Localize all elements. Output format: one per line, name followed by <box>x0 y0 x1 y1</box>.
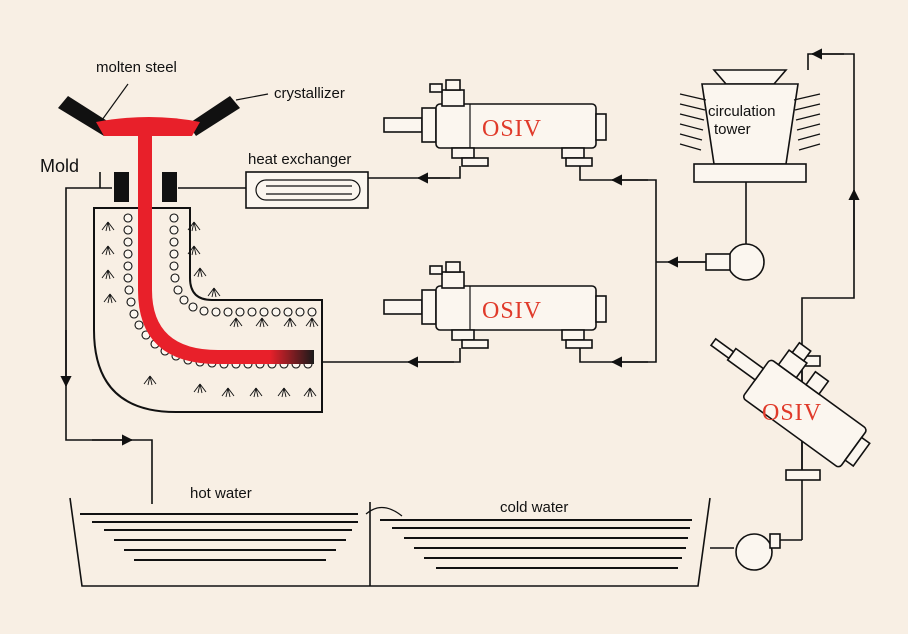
strand-cooling-pipe <box>322 348 461 363</box>
circulation-tower-label-line2: tower <box>714 121 751 138</box>
tower-pump <box>705 243 765 281</box>
leader-lines <box>101 83 269 121</box>
cold-water-label: cold water <box>500 499 568 516</box>
mold <box>114 172 177 202</box>
pool-pump <box>735 533 781 571</box>
mold-return-pipe <box>65 187 153 504</box>
crystallizer-label: crystallizer <box>274 85 345 102</box>
circulation-tower <box>679 69 821 183</box>
tower-feed-pipe <box>807 53 855 299</box>
hot-water-label: hot water <box>190 485 252 502</box>
circulation-tower-label-line1: circulation <box>708 103 776 120</box>
inclined-osiv-brand: OSIV <box>762 400 822 426</box>
heat-exchanger-label: heat exchanger <box>248 151 351 168</box>
cold-water-lines <box>380 519 692 569</box>
inclined-osiv-unit <box>709 337 871 481</box>
upper-osiv-unit <box>383 79 607 167</box>
heat-exchanger <box>245 171 369 209</box>
middle-osiv-unit <box>383 261 607 349</box>
hot-water-lines <box>80 513 358 561</box>
piping <box>60 48 860 549</box>
mold-label: Mold <box>40 156 79 176</box>
upper-osiv-brand: OSIV <box>482 116 542 142</box>
middle-osiv-brand: OSIV <box>482 298 542 324</box>
heat-exchanger-upper-pipe <box>368 166 461 179</box>
water-pool <box>69 497 711 587</box>
molten-steel-strand <box>138 122 314 364</box>
molten-steel-label: molten steel <box>96 59 177 76</box>
supply-loop-pipe <box>579 166 657 363</box>
casting-chamber <box>93 207 323 413</box>
